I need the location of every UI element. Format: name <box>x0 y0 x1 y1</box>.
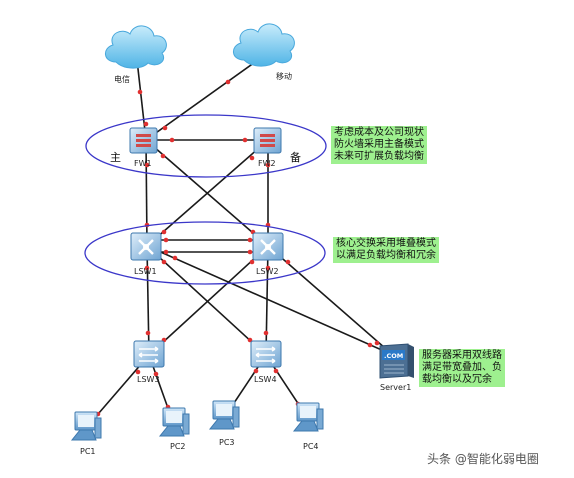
lsw1-label: LSW1 <box>134 267 157 276</box>
pc3-label: PC3 <box>219 438 235 447</box>
telecom-label: 电信 <box>114 74 130 84</box>
fw2-firewall-icon <box>253 127 282 154</box>
server-note-line-1: 服务器采用双线路 <box>422 350 502 361</box>
link-telecom-fw1 <box>136 59 147 141</box>
telecom-cloud-icon <box>105 25 167 69</box>
firewall-note-line-2: 防火墙采用主备模式 <box>334 139 424 150</box>
server1-server-icon: .COM <box>379 343 414 379</box>
lsw2-core-switch-icon <box>252 232 284 261</box>
lsw4-access-switch-icon <box>250 340 282 368</box>
mobile-cloud-icon <box>233 23 295 67</box>
core-note-line-1: 核心交换采用堆叠模式 <box>336 238 436 249</box>
fw2-label: FW2 <box>258 159 276 168</box>
lsw3-access-switch-icon <box>133 340 165 368</box>
pc1-computer-icon <box>70 411 102 441</box>
server-note: 服务器采用双线路 满足带宽叠加、负 载均衡以及冗余 <box>419 349 505 387</box>
core-group-ellipse <box>84 221 326 285</box>
server-badge: .COM <box>384 352 403 360</box>
pc4-computer-icon <box>292 402 324 432</box>
link-lsw1-lsw4 <box>146 245 267 356</box>
lsw2-label: LSW2 <box>256 267 279 276</box>
link-mobile-fw1 <box>145 54 266 141</box>
port-dots <box>95 79 380 417</box>
lsw1-core-switch-icon <box>130 232 162 261</box>
links <box>85 54 394 429</box>
pc1-label: PC1 <box>80 447 96 456</box>
firewall-group-ellipse <box>85 114 327 178</box>
server-note-line-3: 载均衡以及冗余 <box>422 374 492 385</box>
core-note-line-2: 以满足负载均衡和冗余 <box>336 250 436 261</box>
core-note: 核心交换采用堆叠模式 以满足负载均衡和冗余 <box>333 237 439 263</box>
pc4-label: PC4 <box>303 442 319 451</box>
mobile-label: 移动 <box>276 71 292 81</box>
lsw3-label: LSW3 <box>137 375 160 384</box>
fw1-label: FW1 <box>134 159 152 168</box>
firewall-note-line-3: 未来可扩展负载均衡 <box>334 151 424 162</box>
pc2-label: PC2 <box>170 442 186 451</box>
link-lsw1-server <box>146 245 394 356</box>
server1-label: Server1 <box>380 383 411 392</box>
link-lsw1-lsw3 <box>146 245 150 356</box>
link-lsw2-lsw3 <box>148 245 269 356</box>
link-fw1-lsw1 <box>145 139 148 247</box>
firewall-note-line-1: 考虑成本及公司现状 <box>334 127 424 138</box>
link-fw2-lsw1 <box>146 139 269 247</box>
watermark: 头条 @智能化弱电圈 <box>427 452 539 466</box>
fw1-firewall-icon <box>129 127 158 154</box>
firewall-note: 考虑成本及公司现状 防火墙采用主备模式 未来可扩展负载均衡 <box>331 126 427 164</box>
pc3-computer-icon <box>208 400 240 430</box>
pc2-computer-icon <box>158 407 190 437</box>
fw1-role-primary: 主 <box>110 151 121 164</box>
link-lsw2-server <box>267 245 394 356</box>
server-note-line-2: 满足带宽叠加、负 <box>422 362 502 373</box>
lsw4-label: LSW4 <box>254 375 277 384</box>
link-lsw2-lsw4 <box>265 245 269 356</box>
fw2-role-backup: 备 <box>290 150 301 164</box>
